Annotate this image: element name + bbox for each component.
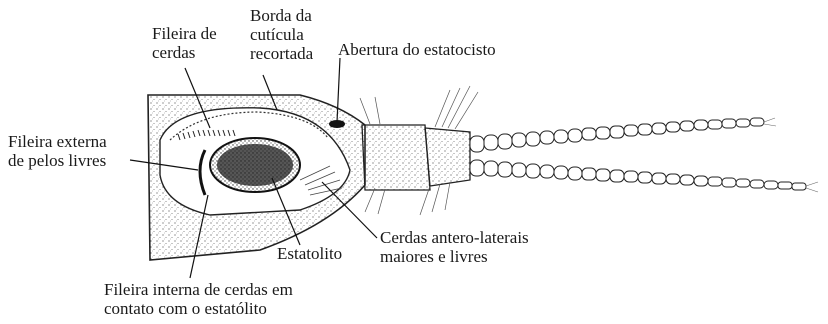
label-abertura-line1: Abertura do estatocisto bbox=[338, 40, 496, 59]
label-borda-cuticula-line3: recortada bbox=[250, 44, 313, 63]
label-fileira-cerdas-line1: Fileira de bbox=[152, 24, 217, 43]
ring-1 bbox=[362, 125, 430, 190]
ring-2 bbox=[425, 128, 470, 186]
label-fileira-cerdas: Fileira de cerdas bbox=[152, 24, 217, 62]
label-fileira-externa-line2: de pelos livres bbox=[8, 151, 107, 170]
label-borda-cuticula: Borda da cutícula recortada bbox=[250, 6, 313, 63]
label-cerdas-antero-line1: Cerdas antero-laterais bbox=[380, 228, 529, 247]
flagellum-upper bbox=[470, 118, 764, 152]
label-fileira-interna-line1: Fileira interna de cerdas em bbox=[104, 280, 293, 299]
label-fileira-externa-line1: Fileira externa bbox=[8, 132, 107, 151]
label-estatolito: Estatolito bbox=[277, 244, 342, 263]
label-borda-cuticula-line1: Borda da bbox=[250, 6, 313, 25]
label-borda-cuticula-line2: cutícula bbox=[250, 25, 313, 44]
label-fileira-externa: Fileira externa de pelos livres bbox=[8, 132, 107, 170]
label-fileira-cerdas-line2: cerdas bbox=[152, 43, 217, 62]
label-fileira-interna: Fileira interna de cerdas em contato com… bbox=[104, 280, 293, 318]
label-cerdas-antero: Cerdas antero-laterais maiores e livres bbox=[380, 228, 529, 266]
label-estatolito-line1: Estatolito bbox=[277, 244, 342, 263]
flagellum-lower bbox=[470, 160, 806, 190]
label-fileira-interna-line2: contato com o estatólito bbox=[104, 299, 293, 318]
label-abertura: Abertura do estatocisto bbox=[338, 40, 496, 59]
label-cerdas-antero-line2: maiores e livres bbox=[380, 247, 529, 266]
